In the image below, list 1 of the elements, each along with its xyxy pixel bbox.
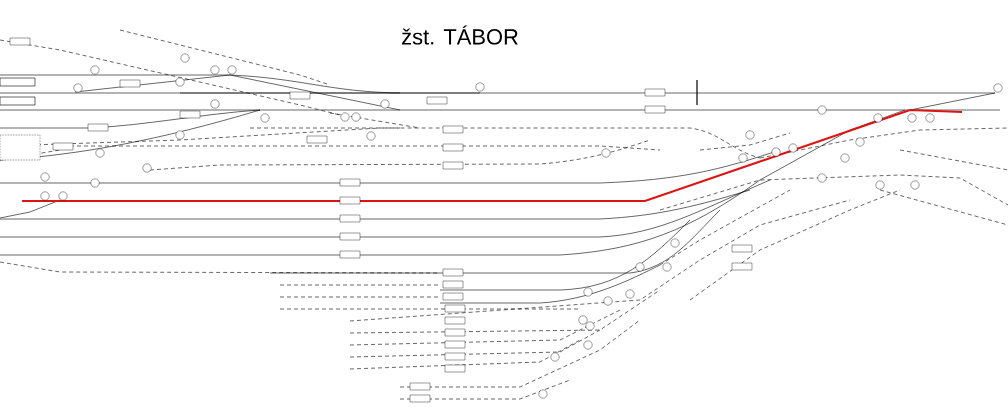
station-title: žst. TÁBOR bbox=[402, 25, 518, 45]
